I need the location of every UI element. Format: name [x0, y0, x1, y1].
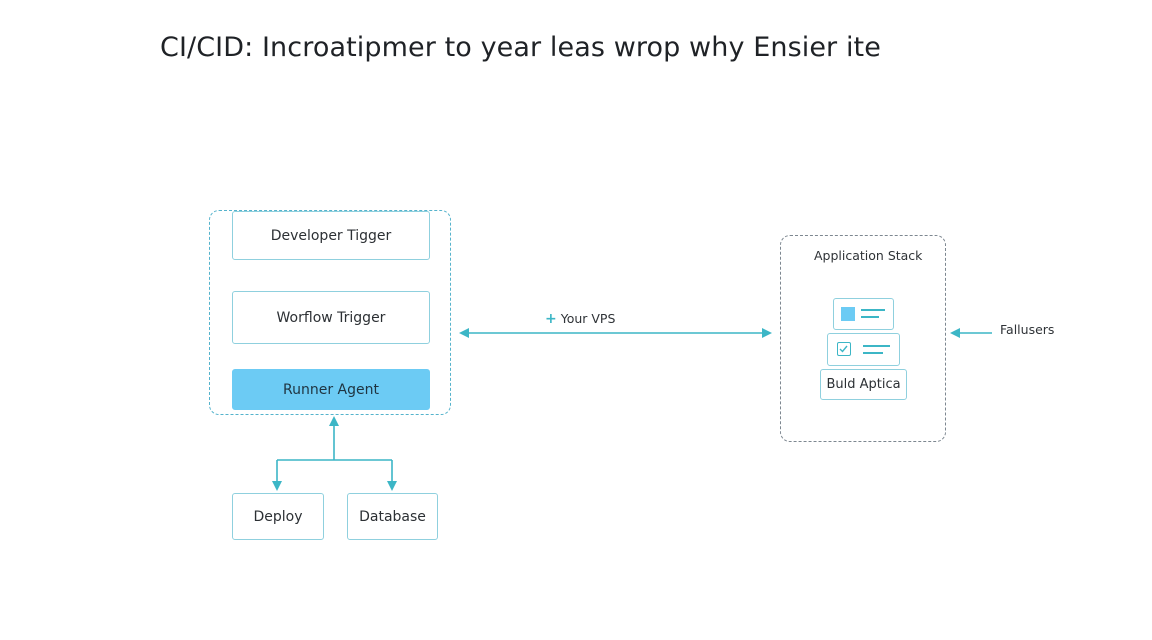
database-box[interactable]: Database: [347, 493, 438, 540]
pipeline-group-frame: [209, 210, 451, 415]
application-stack-frame: [780, 235, 946, 442]
runner-agent-box[interactable]: Runner Agent: [232, 369, 430, 410]
plus-icon: +: [545, 311, 557, 327]
app-card-check: [827, 333, 900, 366]
page-title: CI/CID: Incroatipmer to year leas wrop w…: [160, 32, 881, 63]
image-square-icon: [841, 307, 855, 321]
check-icon: [839, 345, 848, 353]
app-card-image: [833, 298, 894, 330]
text-lines-icon: [863, 345, 890, 347]
workflow-trigger-box[interactable]: Worflow Trigger: [232, 291, 430, 344]
checkbox-icon: [837, 342, 851, 356]
application-stack-title: Application Stack: [814, 248, 923, 263]
deploy-box[interactable]: Deploy: [232, 493, 324, 540]
text-lines-icon: [861, 309, 885, 311]
developer-trigger-box[interactable]: Developer Tigger: [232, 211, 430, 260]
build-application-button[interactable]: Buld Aptica: [820, 369, 907, 400]
users-label: Fallusers: [1000, 322, 1055, 337]
vps-link-label: + Your VPS: [545, 311, 616, 327]
